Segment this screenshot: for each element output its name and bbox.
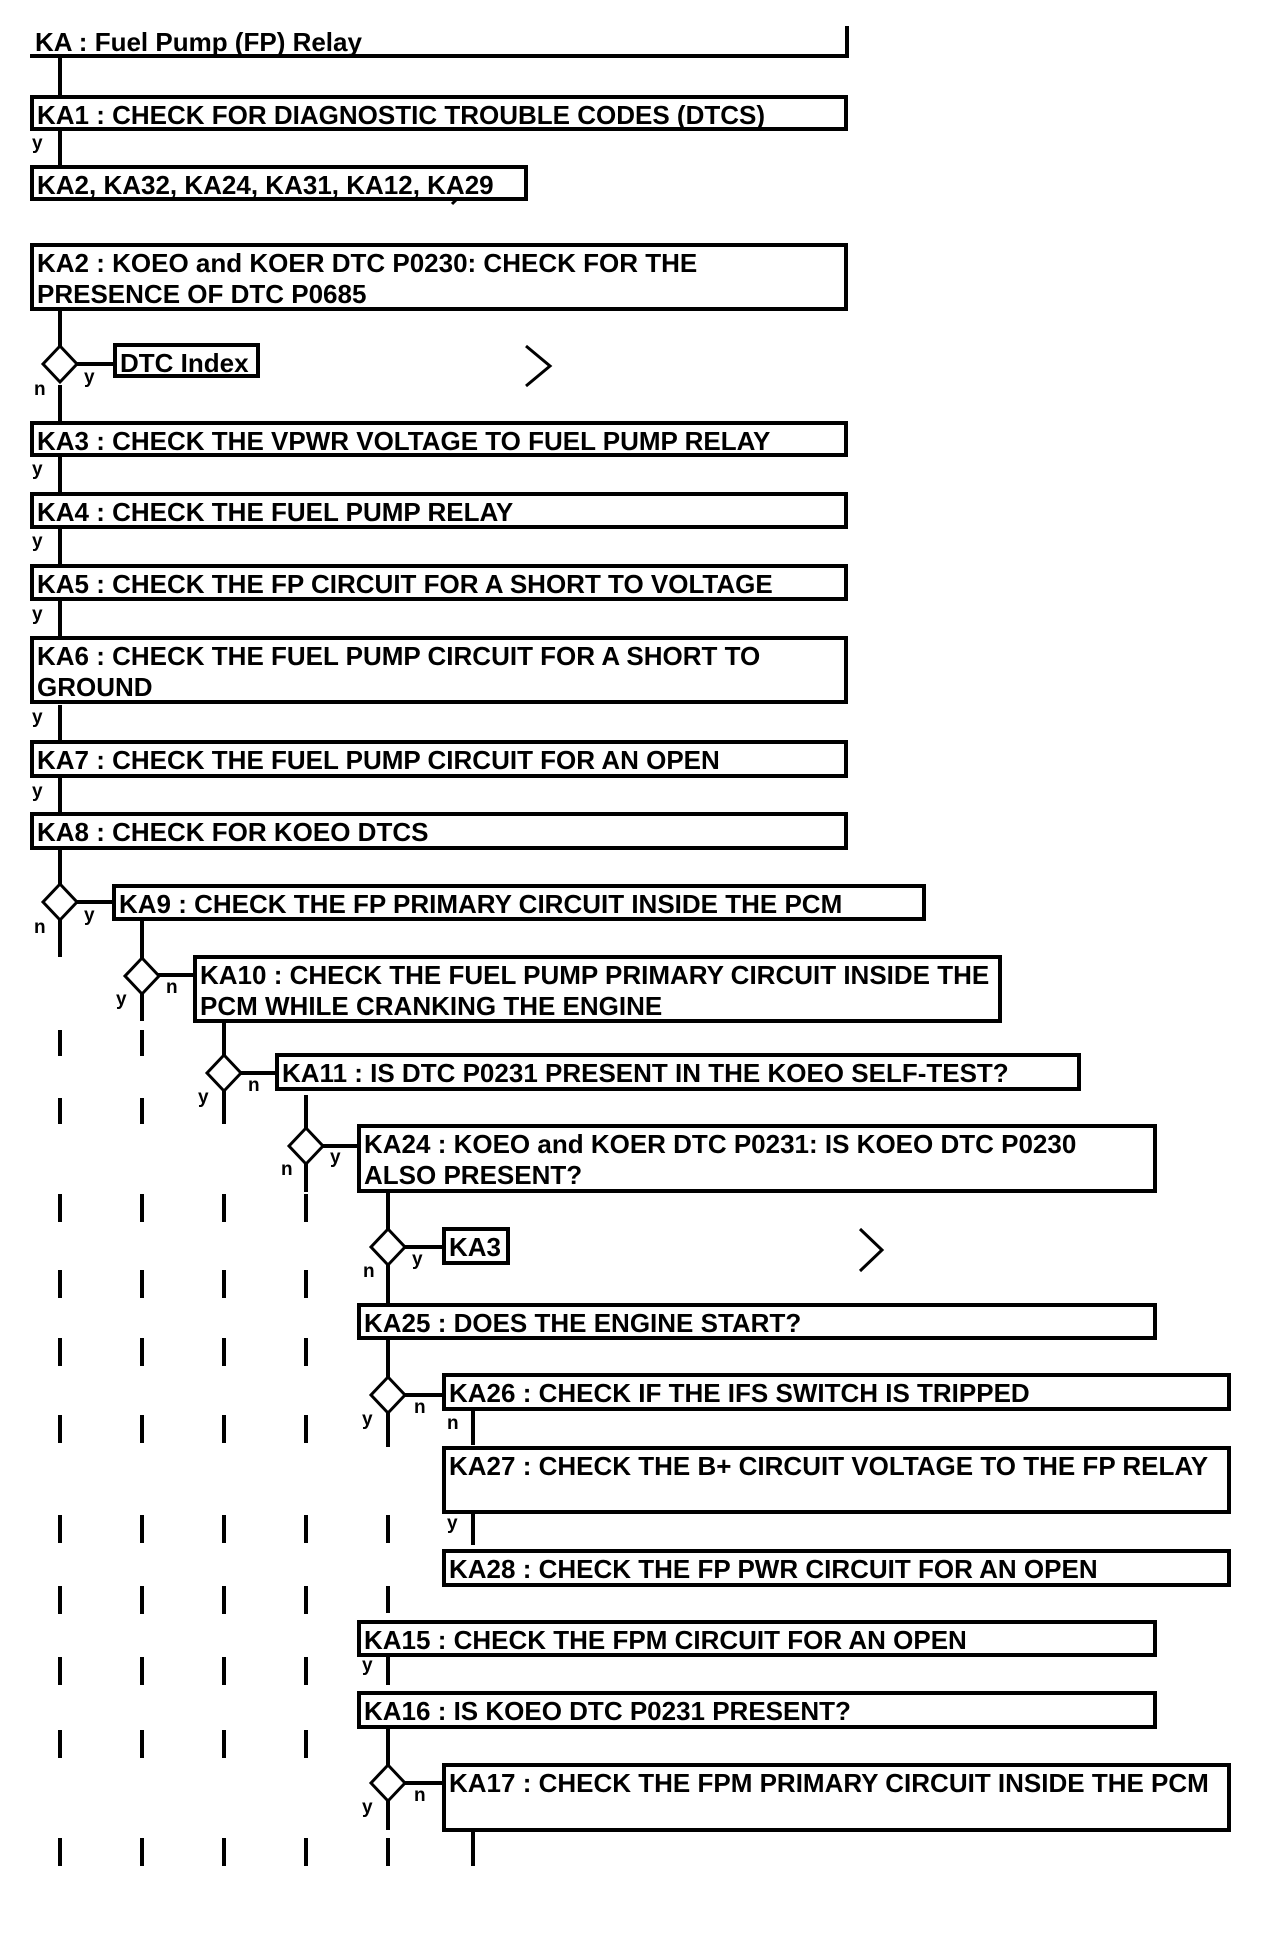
- step-box-ka1: KA1 : CHECK FOR DIAGNOSTIC TROUBLE CODES…: [30, 95, 848, 131]
- decision-diamond: [368, 1762, 408, 1804]
- step-box-ka1-list: KA2, KA32, KA24, KA31, KA12, KA29: [30, 165, 528, 201]
- decision-diamond: [368, 1374, 408, 1416]
- decision-diamond: [368, 1226, 408, 1268]
- no-label: n: [34, 917, 46, 938]
- decision-diamond: [204, 1052, 244, 1094]
- no-label: n: [363, 1261, 375, 1282]
- no-label: n: [166, 977, 178, 998]
- yes-label: y: [32, 781, 43, 802]
- yes-label: y: [32, 133, 43, 154]
- no-label: n: [414, 1397, 426, 1418]
- yes-label: y: [32, 707, 43, 728]
- step-box-ka4: KA4 : CHECK THE FUEL PUMP RELAY: [30, 492, 848, 529]
- step-box-ka: KA : Fuel Pump (FP) Relay: [30, 26, 849, 58]
- step-box-ka2: KA2 : KOEO and KOER DTC P0230: CHECK FOR…: [30, 243, 848, 311]
- yes-label: y: [84, 905, 95, 926]
- decision-diamond: [122, 955, 162, 997]
- yes-label: y: [32, 604, 43, 625]
- step-box-ka17: KA17 : CHECK THE FPM PRIMARY CIRCUIT INS…: [442, 1763, 1231, 1832]
- decision-diamond: [286, 1125, 326, 1167]
- chevron-right-icon: [858, 1227, 885, 1273]
- no-label: n: [414, 1785, 426, 1806]
- no-label: n: [34, 379, 46, 400]
- step-box-ka8: KA8 : CHECK FOR KOEO DTCS: [30, 812, 848, 850]
- step-box-ka25: KA25 : DOES THE ENGINE START?: [357, 1303, 1157, 1340]
- step-box-ka9: KA9 : CHECK THE FP PRIMARY CIRCUIT INSID…: [112, 884, 926, 921]
- decision-diamond: [40, 881, 80, 923]
- step-box-ka26: KA26 : CHECK IF THE IFS SWITCH IS TRIPPE…: [442, 1373, 1231, 1411]
- yes-label: y: [84, 367, 95, 388]
- dtc-index-link[interactable]: DTC Index: [113, 343, 260, 378]
- step-box-ka7: KA7 : CHECK THE FUEL PUMP CIRCUIT FOR AN…: [30, 740, 848, 778]
- step-box-ka6: KA6 : CHECK THE FUEL PUMP CIRCUIT FOR A …: [30, 636, 848, 704]
- decision-diamond: [40, 343, 80, 385]
- no-label: n: [447, 1413, 459, 1434]
- yes-label: y: [447, 1513, 458, 1534]
- yes-label: y: [362, 1409, 373, 1430]
- yes-label: y: [116, 989, 127, 1010]
- yes-label: y: [412, 1249, 423, 1270]
- step-box-ka15: KA15 : CHECK THE FPM CIRCUIT FOR AN OPEN: [357, 1620, 1157, 1657]
- step-box-ka16: KA16 : IS KOEO DTC P0231 PRESENT?: [357, 1691, 1157, 1729]
- yes-label: y: [362, 1655, 373, 1676]
- step-box-ka24: KA24 : KOEO and KOER DTC P0231: IS KOEO …: [357, 1124, 1157, 1193]
- yes-label: y: [32, 531, 43, 552]
- step-box-ka5: KA5 : CHECK THE FP CIRCUIT FOR A SHORT T…: [30, 564, 848, 601]
- step-box-ka28: KA28 : CHECK THE FP PWR CIRCUIT FOR AN O…: [442, 1549, 1231, 1587]
- chevron-right-icon: [525, 344, 553, 388]
- no-label: n: [248, 1075, 260, 1096]
- step-box-ka3-ref[interactable]: KA3: [442, 1227, 510, 1265]
- yes-label: y: [198, 1087, 209, 1108]
- step-box-ka11: KA11 : IS DTC P0231 PRESENT IN THE KOEO …: [275, 1053, 1081, 1091]
- step-box-ka3: KA3 : CHECK THE VPWR VOLTAGE TO FUEL PUM…: [30, 421, 848, 457]
- yes-label: y: [330, 1147, 341, 1168]
- step-box-ka27: KA27 : CHECK THE B+ CIRCUIT VOLTAGE TO T…: [442, 1446, 1231, 1514]
- step-box-ka10: KA10 : CHECK THE FUEL PUMP PRIMARY CIRCU…: [193, 955, 1002, 1023]
- no-label: n: [281, 1159, 293, 1180]
- yes-label: y: [362, 1797, 373, 1818]
- yes-label: y: [32, 459, 43, 480]
